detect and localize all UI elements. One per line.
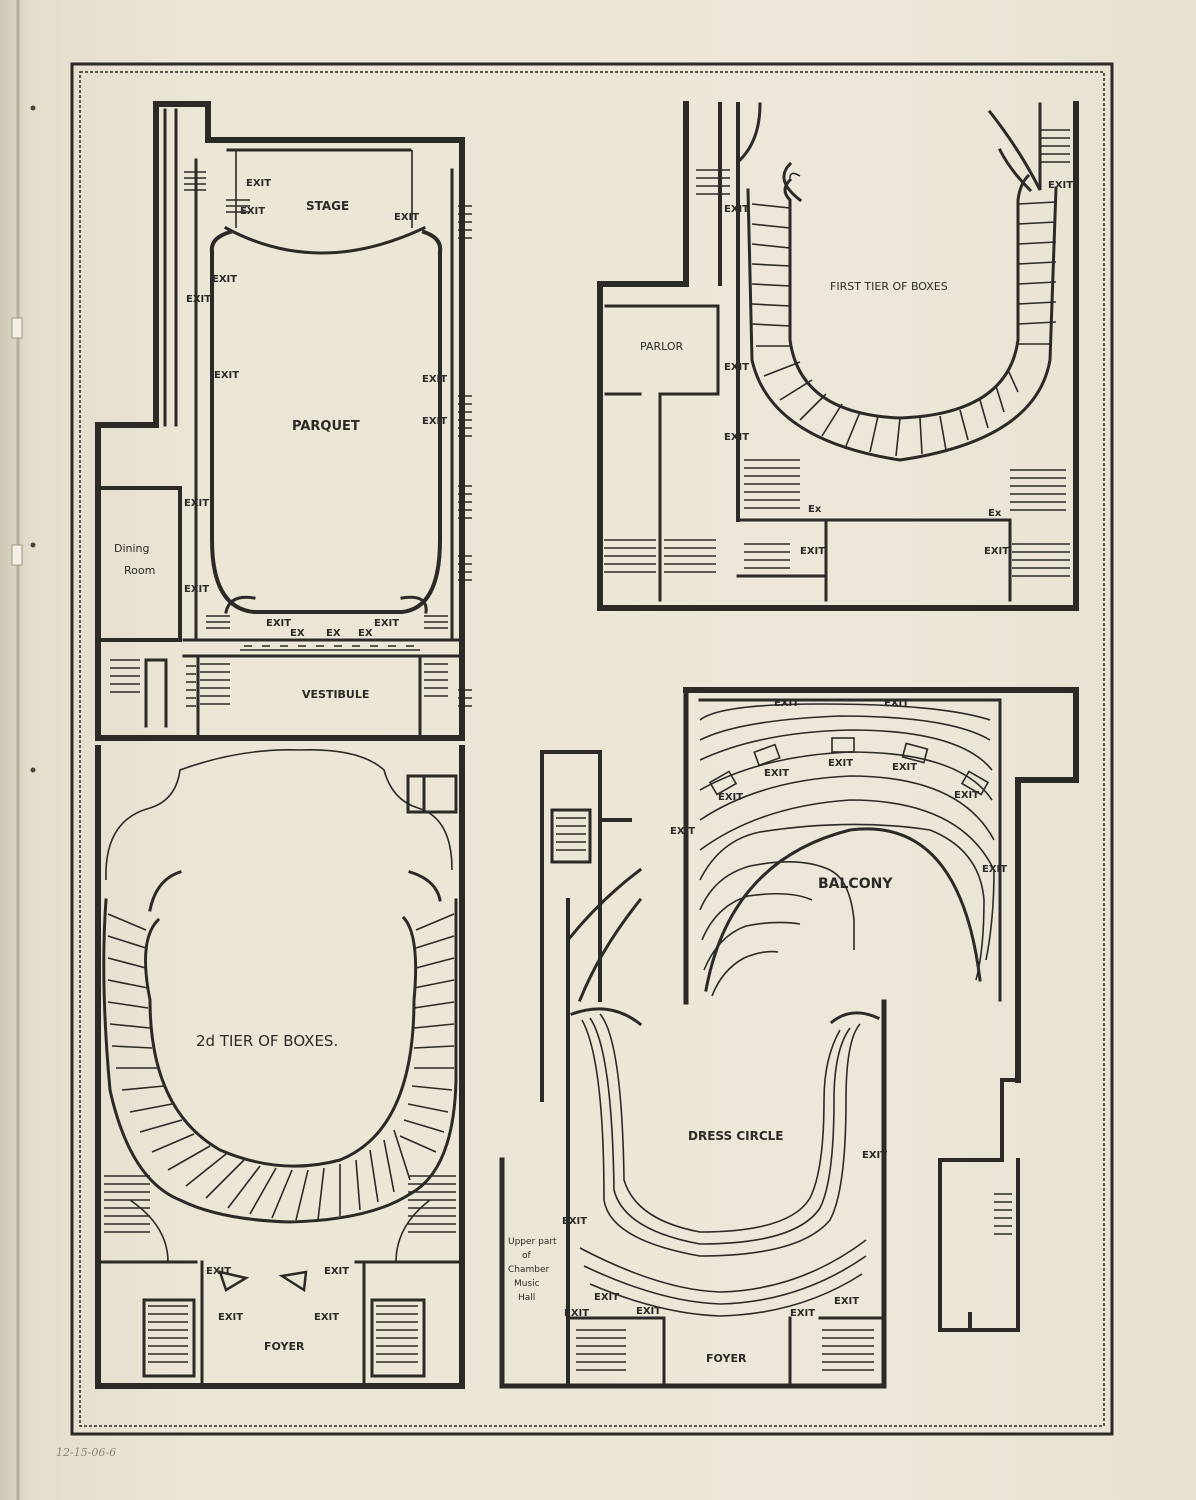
ex-label: EX — [326, 628, 341, 639]
dress-circle-title: DRESS CIRCLE — [688, 1129, 783, 1143]
balcony-title: BALCONY — [818, 876, 893, 892]
exit-label: EXIT — [884, 698, 909, 709]
exit-label: EXIT — [206, 1266, 231, 1277]
second-tier-floor-plan: 2d TIER OF BOXES. FOYER EXIT EXIT EXIT E… — [95, 745, 465, 1389]
balcony-exit-labels: EXIT EXIT EXIT EXIT EXIT EXIT EXIT EXIT … — [562, 698, 1007, 1319]
balcony-exit-boxes — [708, 737, 990, 796]
exit-label: EXIT — [834, 1296, 859, 1307]
exit-label: EXIT — [422, 374, 447, 385]
exit-label: EXIT — [240, 206, 265, 217]
exit-label: EXIT — [764, 768, 789, 779]
chamber-note-line: Hall — [518, 1293, 535, 1303]
second-tier-exit-labels: EXIT EXIT EXIT EXIT — [206, 1266, 349, 1323]
exit-label: EXIT — [212, 274, 237, 285]
exit-label: EXIT — [564, 1308, 589, 1319]
exit-label: EXIT — [394, 212, 419, 223]
exit-label: EXIT — [214, 370, 239, 381]
exit-label: EXIT — [984, 546, 1009, 557]
parlor-label: PARLOR — [640, 340, 683, 353]
exit-label: EXIT — [266, 618, 291, 629]
exit-label: EXIT — [324, 1266, 349, 1277]
exit-label: EXIT — [422, 416, 447, 427]
ex-label: Ex — [808, 504, 822, 515]
balcony-seating-tiers — [699, 703, 995, 997]
margin-note: 12-15-06-6 — [56, 1446, 116, 1459]
first-tier-exit-labels: EXIT EXIT EXIT EXIT EXIT EXIT Ex Ex — [724, 180, 1073, 557]
ex-label: EX — [290, 628, 305, 639]
exit-label: EXIT — [828, 758, 853, 769]
exit-label: EXIT — [314, 1312, 339, 1323]
exit-label: EXIT — [774, 698, 799, 709]
exit-label: EXIT — [718, 792, 743, 803]
exit-label: EXIT — [184, 498, 209, 509]
exit-label: EXIT — [184, 584, 209, 595]
exit-label: EXIT — [594, 1292, 619, 1303]
exit-label: EXIT — [724, 432, 749, 443]
page-border — [70, 62, 1114, 1436]
parquet-label: PARQUET — [292, 419, 360, 434]
exit-label: EXIT — [1048, 180, 1073, 191]
chamber-note-line: of — [522, 1251, 532, 1261]
parquet-floor-plan: STAGE PARQUET Dining Room VESTIBULE EXIT… — [95, 101, 472, 741]
exit-label: EXIT — [218, 1312, 243, 1323]
exit-label: EXIT — [862, 1150, 887, 1161]
dress-circle-stairs — [576, 1329, 874, 1371]
ex-label: EX — [358, 628, 373, 639]
second-tier-box-partitions — [107, 913, 455, 1221]
stage-label: STAGE — [306, 199, 349, 213]
exit-label: EXIT — [636, 1306, 661, 1317]
exit-label: EXIT — [186, 294, 211, 305]
exit-label: EXIT — [800, 546, 825, 557]
chamber-note-line: Chamber — [508, 1265, 550, 1275]
exit-label: EXIT — [790, 1308, 815, 1319]
first-tier-stairs — [604, 129, 1070, 577]
exit-label: EXIT — [892, 762, 917, 773]
exit-label: EXIT — [982, 864, 1007, 875]
first-tier-floor-plan: FIRST TIER OF BOXES PARLOR EXIT EXIT EXI… — [597, 101, 1079, 611]
second-tier-stairs — [104, 1175, 456, 1363]
chamber-note-line: Music — [514, 1279, 540, 1289]
dress-circle-tiers — [579, 1013, 867, 1317]
parquet-exit-labels: EXIT EXIT EXIT EXIT EXIT EXIT EXIT EXIT … — [184, 178, 447, 639]
foyer-label: FOYER — [706, 1352, 747, 1365]
exit-label: EXIT — [374, 618, 399, 629]
exit-label: EXIT — [670, 826, 695, 837]
vestibule-label: VESTIBULE — [302, 688, 369, 701]
binding-edge — [11, 0, 36, 1500]
dining-label: Dining — [114, 542, 150, 555]
balcony-floor-plan: BALCONY DRESS CIRCLE FOYER Upper part of… — [499, 687, 1079, 1389]
first-tier-box-partitions — [751, 201, 1057, 457]
exit-label: EXIT — [724, 362, 749, 373]
second-tier-title: 2d TIER OF BOXES. — [196, 1032, 338, 1050]
exit-label: EXIT — [562, 1216, 587, 1227]
ex-label: Ex — [988, 508, 1002, 519]
exit-label: EXIT — [246, 178, 271, 189]
first-tier-title: FIRST TIER OF BOXES — [830, 280, 948, 293]
foyer-label: FOYER — [264, 1340, 305, 1353]
exit-label: EXIT — [954, 790, 979, 801]
room-label: Room — [124, 564, 155, 577]
exit-label: EXIT — [724, 204, 749, 215]
chamber-note-line: Upper part — [508, 1237, 557, 1247]
chamber-music-hall-note: Upper part of Chamber Music Hall — [508, 1237, 557, 1303]
